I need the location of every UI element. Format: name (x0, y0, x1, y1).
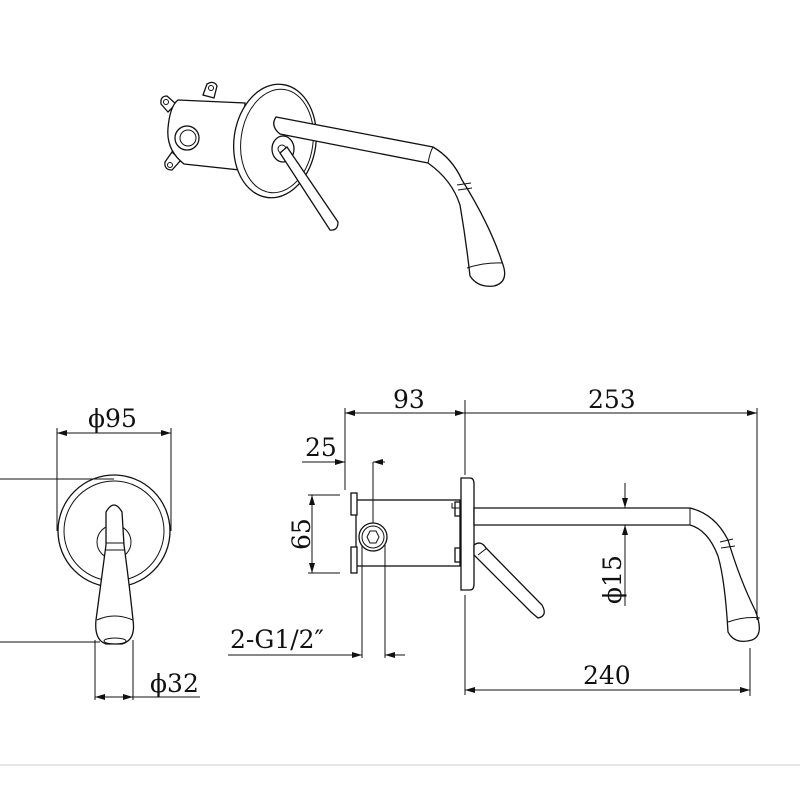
dim-phi15: ϕ15 (598, 555, 627, 604)
dim-phi95: ϕ95 (88, 404, 137, 433)
dim-25: 25 (305, 433, 337, 462)
dim-phi32: ϕ32 (150, 669, 199, 698)
side-lever (473, 542, 545, 619)
dim-65: 65 (287, 518, 316, 550)
isometric-spout (273, 116, 506, 287)
hex-nut (358, 522, 388, 552)
front-spout (95, 504, 135, 645)
dim-240: 240 (583, 661, 631, 690)
lever-handle (279, 146, 339, 231)
isometric-view (160, 81, 506, 287)
dim-93: 93 (393, 385, 425, 414)
side-wall-plate (460, 477, 475, 591)
mounting-ears (160, 81, 218, 171)
dim-253: 253 (588, 385, 636, 414)
side-view: 93 253 25 65 2-G1/2″ ϕ15 240 (228, 385, 761, 696)
valve-body (167, 99, 246, 171)
front-view: ϕ95 ϕ32 (0, 404, 200, 700)
dim-2-g1-2: 2-G1/2″ (230, 625, 324, 654)
